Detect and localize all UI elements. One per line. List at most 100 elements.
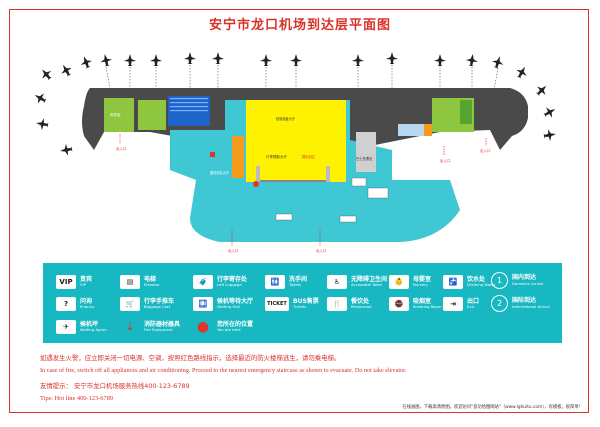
exit-label-3: 出入口 [316, 248, 327, 253]
legend-zh: 行李手推车 [144, 297, 175, 305]
plane-icon [80, 56, 92, 69]
accessible-toilet-icon: ♿ [327, 275, 347, 289]
plane-icon [34, 93, 47, 104]
departure-icon: ✈ [56, 320, 76, 334]
legend-en: Nursery [413, 282, 428, 288]
plane-icon [260, 54, 272, 66]
legend-zh: 吸烟室 [413, 297, 432, 305]
plane-icon [100, 54, 113, 67]
fire-notice-en: In case of fire, switch off all applianc… [40, 367, 407, 374]
legend-zh: 贵宾 [80, 275, 93, 283]
baggage-hall [246, 100, 346, 182]
legend-en: Baggage Cart [144, 304, 171, 310]
elevator-icon: ▤ [120, 275, 140, 289]
plane-icon [543, 129, 556, 142]
drinking-water-icon: 🚰 [443, 275, 463, 289]
arrival-hall-label: 国内到达大厅 [210, 170, 230, 175]
bus-counter [351, 177, 367, 187]
vip-room [104, 98, 134, 132]
plane-icon [386, 52, 398, 64]
legend-zh: 您所在的位置 [217, 320, 254, 328]
legend-zh: 候机坪 [80, 320, 99, 328]
domestic-number-icon: 1 [491, 272, 508, 289]
enquiry-icon: ? [56, 297, 76, 311]
legend-en: Toilets [289, 282, 301, 288]
nursery-icon: 👶 [389, 275, 409, 289]
exit-label-4: 出入口 [440, 158, 451, 163]
floor-plan: 贵宾室 行李提取大厅 巴士售票处 检验检疫大厅 国际到达 国内到达大厅 出入口 … [34, 52, 556, 253]
baggage-cart-icon: 🛒 [120, 297, 140, 311]
luggage-icon: 🧳 [193, 275, 213, 289]
legend-en: Domestic Arrival [512, 280, 544, 286]
toilet-icon: 🚻 [265, 275, 285, 289]
legend-en: Accessible Toilet [351, 282, 382, 288]
smoking-icon: 🚭 [389, 297, 409, 311]
legend-en: Left Luggage [217, 282, 242, 288]
plane-icon [36, 118, 49, 131]
legend-zh: 行李寄存处 [217, 275, 248, 283]
right-block [356, 132, 376, 172]
plane-icon [184, 52, 196, 64]
plane-icon [61, 64, 72, 77]
plane-icon [212, 52, 224, 64]
fire-notice-zh: 如遇发生火警，应立即关闭一切电源、空调，按照红色路线指示，选择最近的防火楼梯逃生… [40, 354, 341, 362]
legend-en: VIP [80, 282, 87, 288]
plane-icon [543, 107, 556, 118]
exit-label-5: 出入口 [480, 148, 491, 153]
exit-label-2: 出入口 [228, 248, 239, 253]
plane-icon [465, 54, 478, 67]
legend-en: International Arrival [512, 303, 550, 309]
inspection-label: 检验检疫大厅 [276, 116, 296, 121]
legend-en: Exit [467, 304, 475, 310]
legend-zh: 电梯 [144, 275, 157, 283]
legend-zh: 国际到达 [512, 297, 537, 305]
bus-label: 巴士售票处 [356, 156, 373, 161]
legend-en: Enquiry [80, 304, 95, 310]
intl-number-icon: 2 [491, 295, 508, 312]
vip-label: 贵宾室 [110, 112, 121, 117]
legend-zh: 国内到达 [512, 274, 537, 282]
restaurant-icon: 🍴 [327, 297, 347, 311]
plane-icon [60, 143, 73, 156]
legend-en: Fire Equipment [144, 327, 173, 333]
fire-extinguisher-icon: ⇣ [125, 321, 135, 333]
legend-zh: 洗手间 [289, 275, 308, 283]
legend-zh: 候机等待大厅 [217, 297, 254, 305]
exit-icon: ⇥ [443, 297, 463, 311]
legend-zh: 母婴室 [413, 275, 432, 283]
legend-zh: 消防器材器具 [144, 320, 181, 328]
legend-en: Waiting Apron [80, 327, 107, 333]
hotline-en: Tips: Hot line 400-123-6789 [40, 395, 114, 402]
plane-icon [352, 54, 364, 66]
plane-icon [290, 54, 302, 66]
legend-en: You are here [217, 327, 241, 333]
legend-zh: 餐饮处 [351, 297, 370, 305]
plane-icons [34, 52, 556, 156]
legend-zh: 无障碍卫生间 [351, 275, 388, 283]
baggage-hall-label: 行李提取大厅 [266, 154, 287, 159]
legend-en: Drinking Water [467, 282, 496, 288]
hotline-zh: 友情提示： 安宁市龙口机场服务热线400-123-6789 [40, 382, 190, 390]
legend-en: Tickets [293, 304, 307, 310]
plane-icon [516, 66, 527, 79]
plane-icon [535, 85, 547, 97]
legend-zh: 饮水处 [467, 275, 486, 283]
legend-zh: 出口 [467, 297, 480, 305]
